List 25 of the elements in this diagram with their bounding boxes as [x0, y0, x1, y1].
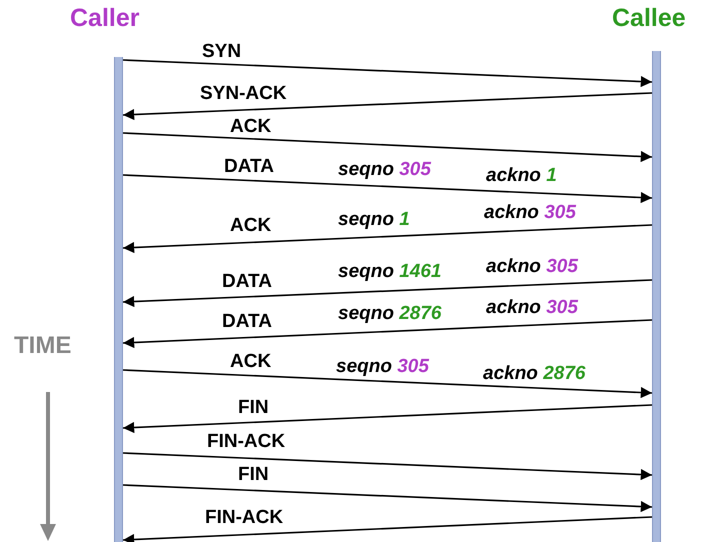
- header-field-label: seqno 1461: [338, 262, 442, 282]
- message-arrow: [122, 452, 652, 480]
- header-field-label: ackno 1: [486, 166, 557, 186]
- message-arrow: [122, 404, 652, 434]
- message-arrow: [122, 369, 652, 398]
- message-arrow: [122, 59, 652, 88]
- header-field-label: seqno 305: [338, 160, 431, 180]
- message-arrow: [122, 92, 652, 120]
- lifeline-label: Callee: [612, 4, 686, 33]
- lifeline-label: Caller: [70, 4, 140, 33]
- message-arrow: [122, 279, 652, 308]
- header-field-label: seqno 1: [338, 210, 410, 230]
- header-field-label: seqno 305: [336, 357, 429, 377]
- message-arrow: [122, 132, 652, 162]
- message-arrow: [122, 174, 652, 204]
- header-field-label: ackno 305: [484, 203, 576, 223]
- header-field-label: ackno 305: [486, 298, 578, 318]
- message-arrow: [122, 484, 652, 512]
- message-arrow: [122, 516, 652, 542]
- header-field-label: seqno 2876: [338, 304, 442, 324]
- header-field-label: ackno 305: [486, 257, 578, 277]
- time-label: TIME: [14, 332, 72, 360]
- message-arrow: [122, 224, 652, 254]
- message-arrow: [122, 319, 652, 348]
- header-field-label: ackno 2876: [483, 364, 586, 384]
